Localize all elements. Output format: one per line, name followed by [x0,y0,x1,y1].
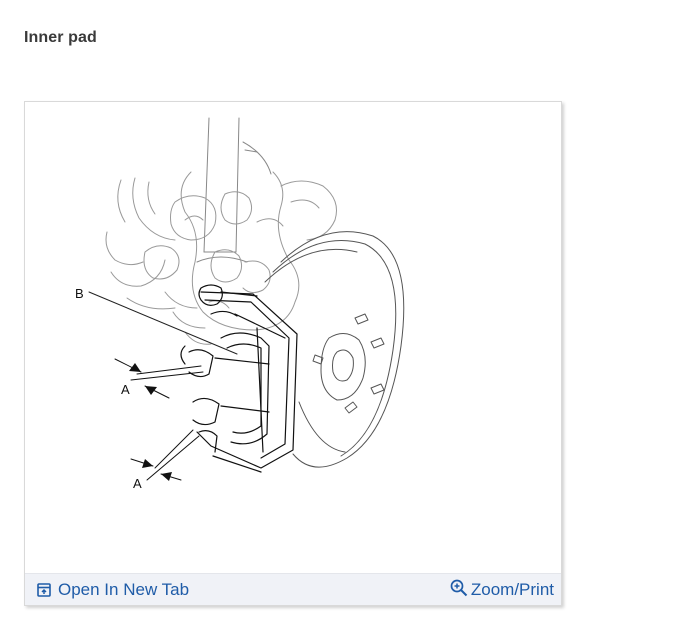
callout-b-label: B [75,286,84,301]
open-in-new-tab-icon [37,583,51,597]
brake-disc-drawing [264,231,405,468]
callout-a-lower-arrows [130,429,200,481]
strut-drawing [196,117,272,263]
brake-caliper-illustration: B A A [75,117,405,491]
figure-card: B A A Open In New Tab Zoom/ [24,101,562,606]
caliper-drawing [180,284,298,473]
open-in-new-tab-label: Open In New Tab [58,580,190,599]
section-heading: Inner pad [24,29,97,46]
open-in-new-tab-link[interactable]: Open In New Tab [37,580,189,600]
callout-b-leader [88,291,238,355]
knuckle-drawing [105,171,337,345]
figure-footer: Open In New Tab Zoom/Print [25,573,561,605]
zoom-print-label: Zoom/Print [470,580,554,599]
callout-a-upper-label: A [121,382,130,397]
zoom-print-link[interactable]: Zoom/Print [450,579,554,600]
magnifier-plus-icon [450,579,468,596]
callout-a-lower-label: A [133,476,142,491]
